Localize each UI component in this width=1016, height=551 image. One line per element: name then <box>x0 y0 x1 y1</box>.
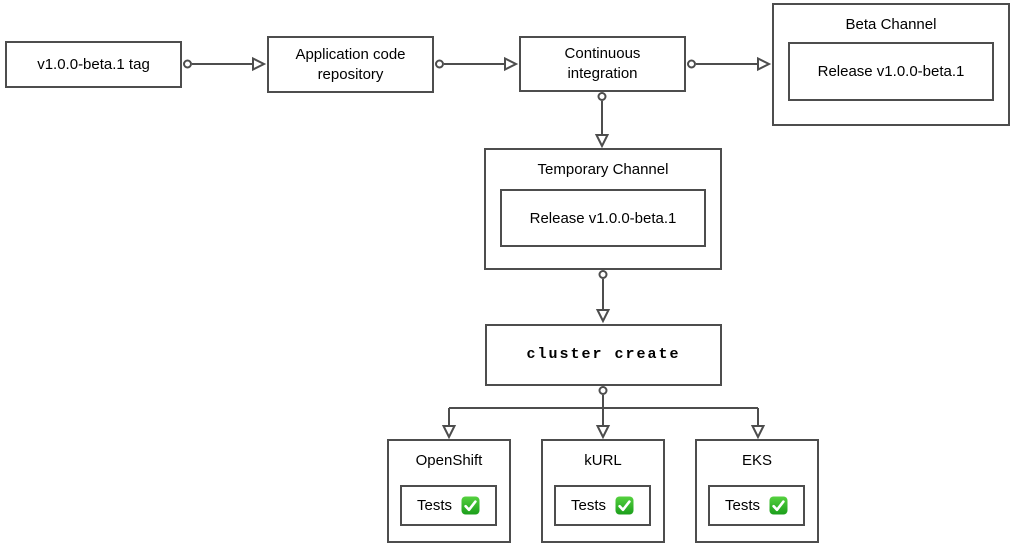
node-cluster-create: cluster create <box>485 324 722 386</box>
node-temporary-release-label: Release v1.0.0-beta.1 <box>529 209 677 227</box>
node-openshift-title: OpenShift <box>415 452 483 469</box>
node-temporary-channel: Temporary Channel Release v1.0.0-beta.1 <box>484 148 722 270</box>
node-continuous-integration: Continuous integration <box>519 36 686 92</box>
node-openshift: OpenShift Tests <box>387 439 511 543</box>
node-version-tag-label: v1.0.0-beta.1 tag <box>37 55 150 73</box>
node-application-code-repository: Application code repository <box>267 36 434 93</box>
check-mark-icon <box>769 496 788 515</box>
node-eks: EKS Tests <box>695 439 819 543</box>
node-cluster-create-label: cluster create <box>526 346 681 363</box>
node-beta-release-label: Release v1.0.0-beta.1 <box>817 63 965 80</box>
node-kurl-tests-label: Tests <box>570 497 606 514</box>
node-temporary-channel-title: Temporary Channel <box>537 161 669 178</box>
check-mark-icon <box>461 496 480 515</box>
node-eks-tests-label: Tests <box>724 497 760 514</box>
node-beta-release: Release v1.0.0-beta.1 <box>788 42 994 101</box>
node-continuous-integration-label: Continuous integration <box>564 45 641 82</box>
node-beta-channel: Beta Channel Release v1.0.0-beta.1 <box>772 3 1010 126</box>
node-openshift-tests: Tests <box>400 485 497 526</box>
node-kurl-tests: Tests <box>554 485 651 526</box>
node-eks-tests: Tests <box>708 485 805 526</box>
node-kurl-title: kURL <box>584 452 622 469</box>
node-openshift-tests-label: Tests <box>416 497 452 514</box>
node-kurl: kURL Tests <box>541 439 665 543</box>
node-temporary-release: Release v1.0.0-beta.1 <box>500 189 706 247</box>
node-beta-channel-title: Beta Channel <box>845 16 937 33</box>
node-version-tag: v1.0.0-beta.1 tag <box>5 41 182 88</box>
check-mark-icon <box>615 496 634 515</box>
node-application-code-repository-label: Application code repository <box>295 45 406 83</box>
node-eks-title: EKS <box>741 452 772 469</box>
